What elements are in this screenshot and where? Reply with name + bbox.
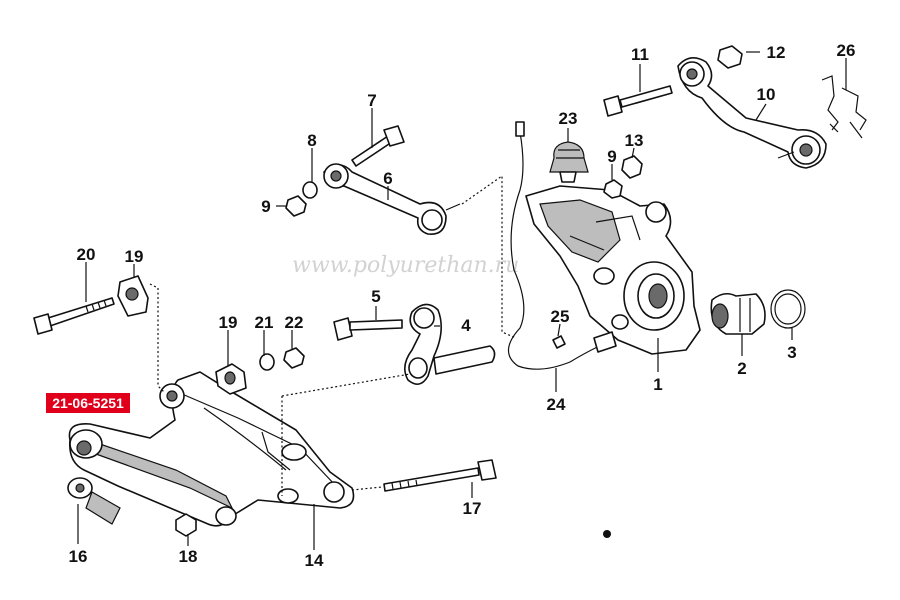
part-3-circlip [770,289,806,329]
part-8-washer [302,181,318,199]
part-16-bushing [67,477,121,525]
callout-numbers: 1 2 3 4 5 6 7 8 9 9 10 11 12 13 14 16 17… [69,41,856,570]
callout-10: 10 [757,85,776,104]
callout-19-left: 19 [125,247,144,266]
callout-26: 26 [837,41,856,60]
assembly-line-17 [351,486,383,491]
callout-7: 7 [367,91,376,110]
part-25-clip [552,335,566,349]
callout-1: 1 [653,375,662,394]
part-17-bolt [383,459,497,492]
callout-6: 6 [383,169,392,188]
part-13-nut [621,155,643,179]
callout-12: 12 [767,43,786,62]
callout-13: 13 [625,131,644,150]
part-20-bolt [33,297,115,335]
callout-19-right: 19 [219,313,238,332]
part-1-wheel-carrier [525,185,701,355]
callout-25: 25 [551,307,570,326]
callout-24: 24 [547,395,566,414]
callout-16: 16 [69,547,88,566]
part-5-bolt [333,317,403,341]
part-9-nut-right [603,179,623,199]
callout-5: 5 [371,287,380,306]
part-2-bearing [710,292,766,335]
callout-18: 18 [179,547,198,566]
part-26-clips [821,75,867,139]
callout-17: 17 [463,499,482,518]
callout-9-right: 9 [607,147,616,166]
leader-lines [77,51,847,550]
part-22-nut [283,347,305,369]
callout-8: 8 [307,131,316,150]
assembly-line-6 [461,174,517,339]
part-7-bolt [351,125,405,167]
callout-22: 22 [285,313,304,332]
part-12-nut [717,45,743,69]
assembly-line-19 [149,283,165,393]
part-4-link [404,303,496,385]
marker-dot [603,530,611,538]
part-24-sensor-cable [507,121,617,370]
callout-3: 3 [787,343,796,362]
part-18-nut [175,513,197,537]
callout-20: 20 [77,245,96,264]
part-9-nut-left [285,195,307,217]
part-19-bracket-left [117,275,149,317]
callout-2: 2 [737,359,746,378]
callout-9-left: 9 [261,197,270,216]
callout-21: 21 [255,313,274,332]
callout-14: 14 [305,551,324,570]
watermark: www.polyurethan.ru [292,253,519,278]
part-code-badge: 21-06-5251 [46,393,130,413]
part-10-wishbone [677,57,827,169]
callout-11: 11 [631,45,649,64]
callout-23: 23 [559,109,578,128]
part-19-bracket-right [215,363,247,395]
callout-4: 4 [461,316,471,335]
part-21-washer [259,353,275,371]
part-23-buffer [549,141,589,183]
assembly-line-4 [281,373,411,496]
part-6-tie-rod [323,163,461,235]
part-11-bolt [603,85,673,117]
